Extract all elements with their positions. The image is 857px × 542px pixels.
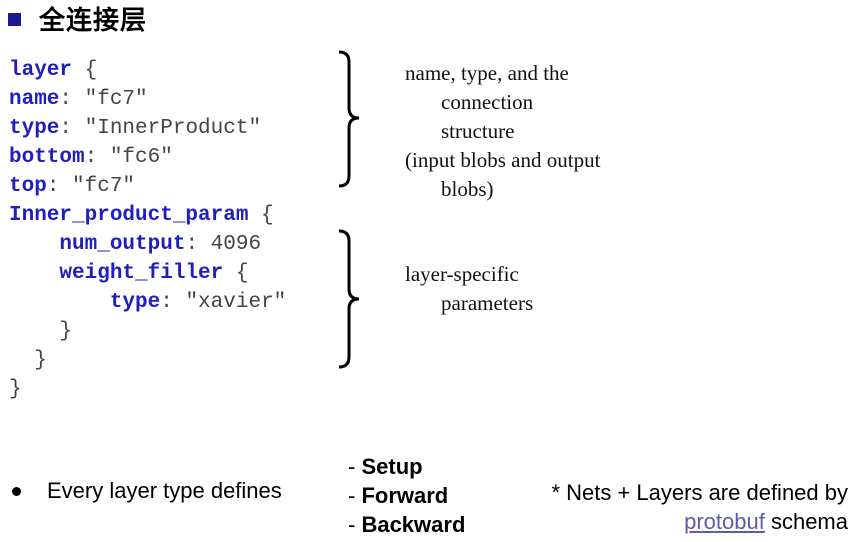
code-line: weight_filler {: [9, 259, 286, 288]
code-text: }: [9, 349, 47, 372]
method-item: - Backward: [348, 510, 465, 539]
method-backward: Backward: [361, 512, 466, 537]
code-line: type: "InnerProduct": [9, 114, 286, 143]
code-keyword: type: [109, 291, 161, 314]
title-row: 全连接层: [8, 0, 147, 36]
code-keyword: num_output: [59, 233, 186, 256]
method-item: - Forward: [348, 481, 465, 510]
code-block: layer {name: "fc7"type: "InnerProduct"bo…: [9, 56, 286, 404]
method-dash: -: [348, 454, 362, 479]
methods-list: - Setup - Forward - Backward: [348, 452, 465, 539]
method-dash: -: [348, 483, 362, 508]
footnote-suffix: schema: [764, 509, 848, 534]
code-line: }: [9, 317, 286, 346]
code-keyword: bottom: [9, 146, 85, 169]
method-item: - Setup: [348, 452, 465, 481]
code-text: {: [248, 204, 274, 227]
code-line: type: "xavier": [9, 288, 286, 317]
code-text: : "fc7": [59, 88, 148, 111]
code-keyword: name: [9, 88, 60, 111]
method-dash: -: [348, 512, 362, 537]
note-line: (input blobs and output: [405, 148, 601, 172]
code-keyword: type: [9, 117, 60, 140]
structure-note: name, type, and the connection structure…: [405, 59, 600, 204]
code-text: : "xavier": [160, 291, 287, 314]
code-keyword: top: [9, 175, 47, 198]
bullet-item: Every layer type defines: [12, 478, 282, 504]
upper-brace-icon: [338, 50, 360, 188]
code-text: : "InnerProduct": [59, 117, 262, 140]
code-text: {: [72, 59, 98, 82]
code-line: name: "fc7": [9, 85, 286, 114]
method-forward: Forward: [361, 483, 449, 508]
protobuf-link[interactable]: protobuf: [684, 509, 765, 534]
code-line: Inner_product_param {: [9, 201, 286, 230]
code-text: }: [9, 320, 73, 343]
note-line: connection: [441, 90, 534, 114]
square-bullet-icon: [8, 12, 21, 26]
code-text: [9, 262, 59, 285]
code-line: layer {: [9, 56, 286, 85]
bullet-text: Every layer type defines: [47, 478, 282, 503]
code-line: }: [9, 346, 286, 375]
code-text: : "fc6": [84, 146, 173, 169]
code-line: num_output: 4096: [9, 230, 286, 259]
code-text: }: [9, 378, 22, 401]
code-text: [9, 291, 110, 314]
code-text: : "fc7": [46, 175, 136, 198]
code-text: {: [223, 262, 249, 285]
note-line: layer-specific: [405, 262, 519, 286]
code-keyword: Inner_product_param: [9, 204, 249, 227]
note-line: blobs): [441, 177, 494, 201]
footnote-line1: * Nets + Layers are defined by: [551, 480, 848, 505]
code-keyword: weight_filler: [59, 262, 224, 285]
code-keyword: layer: [9, 59, 73, 82]
bullet-dot-icon: [12, 486, 21, 496]
footnote-line2: protobuf schema: [551, 507, 848, 536]
lower-brace-icon: [338, 229, 360, 369]
note-line: parameters: [441, 291, 534, 315]
note-line: structure: [441, 119, 515, 143]
code-line: }: [9, 375, 286, 404]
slide-title: 全连接层: [39, 5, 148, 36]
code-line: top: "fc7": [9, 172, 286, 201]
footnote: * Nets + Layers are defined by protobuf …: [551, 478, 848, 536]
method-setup: Setup: [361, 454, 423, 479]
code-text: : 4096: [185, 233, 262, 256]
parameters-note: layer-specific parameters: [405, 260, 533, 318]
code-line: bottom: "fc6": [9, 143, 286, 172]
code-text: [9, 233, 59, 256]
note-line: name, type, and the: [405, 61, 569, 85]
